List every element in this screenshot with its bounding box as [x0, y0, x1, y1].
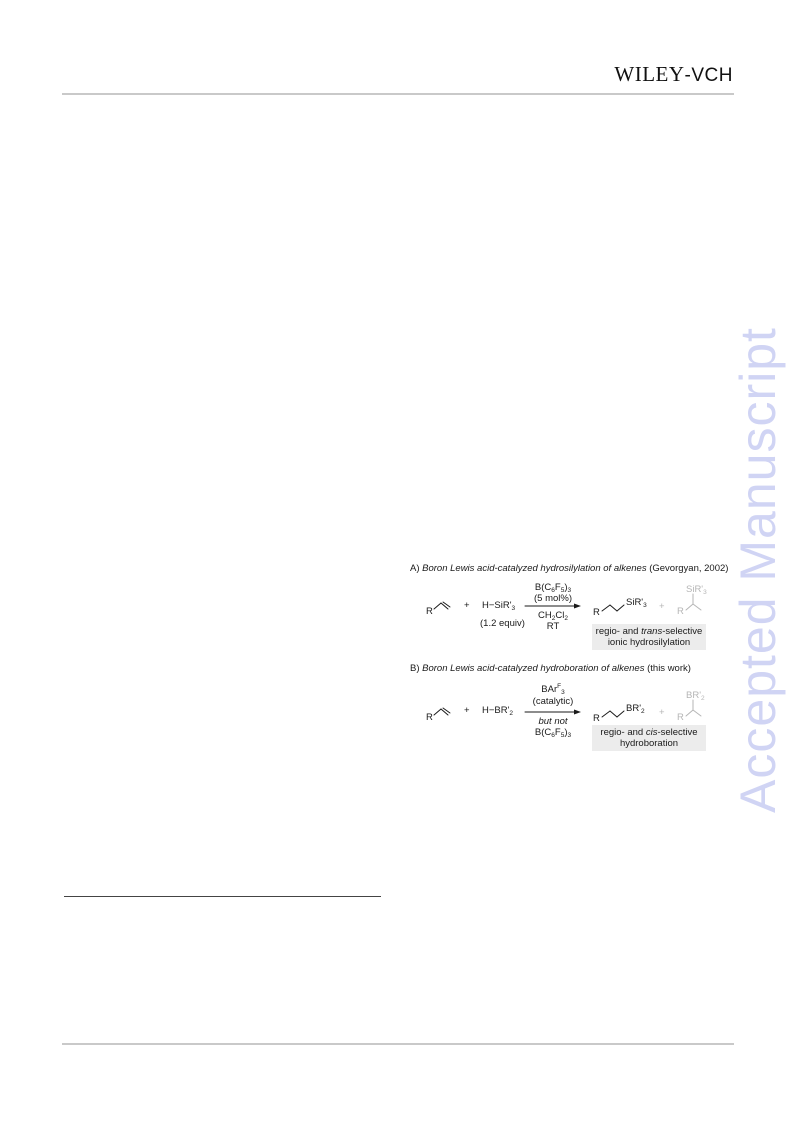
- b-product-r: R: [593, 713, 600, 724]
- scheme-a-reference: (Gevorgyan, 2002): [649, 563, 729, 574]
- a-solvent: CH2Cl2: [538, 610, 568, 622]
- b-catalyst-loading: (catalytic): [532, 696, 574, 707]
- scheme-a-label: A): [410, 563, 420, 574]
- b-note-line-2: hydroboration: [619, 738, 679, 749]
- b-but-not: but not: [538, 716, 568, 727]
- a-reagent-amount: (1.2 equiv): [480, 618, 525, 629]
- publisher-logo: WILEY-VCH: [614, 62, 733, 87]
- a-selectivity-note: regio- and trans-selective ionic hydrosi…: [592, 624, 706, 650]
- a-substrate-bond-1: [433, 602, 442, 610]
- footnote-separator: [64, 896, 381, 897]
- a-note-line-1: regio- and trans-selective: [595, 626, 703, 637]
- b-plus-sign: +: [464, 705, 470, 716]
- a-product-group: SiR'3: [626, 597, 647, 609]
- a-product-bond-2: [609, 604, 618, 612]
- a-minor-bond-1: [685, 603, 694, 611]
- a-reagent: H−SiR'3: [482, 600, 516, 612]
- b-substrate-bond-2: [440, 708, 449, 716]
- a-temperature: RT: [546, 621, 560, 632]
- scheme-b-caption: B) Boron Lewis acid-catalyzed hydroborat…: [410, 663, 691, 674]
- a-minor-plus: +: [659, 601, 665, 612]
- b-substrate-bond-1: [433, 708, 442, 716]
- a-product-bond-3: [616, 604, 625, 612]
- scheme-b-title: Boron Lewis acid-catalyzed hydroboration…: [422, 663, 645, 674]
- scheme-a-title: Boron Lewis acid-catalyzed hydrosilylati…: [422, 563, 647, 574]
- b-catalyst: BArF3: [541, 683, 565, 696]
- a-substrate-bond-2: [440, 602, 449, 610]
- a-plus-sign: +: [464, 600, 470, 611]
- b-minor-plus: +: [659, 707, 665, 718]
- a-product-r: R: [593, 607, 600, 618]
- scheme-b-reference: (this work): [647, 663, 691, 674]
- a-minor-r: R: [677, 606, 684, 617]
- b-selectivity-note: regio- and cis-selective hydroboration: [592, 725, 706, 751]
- a-substrate-r: R: [426, 606, 433, 617]
- b-reaction-arrow-head: [574, 709, 581, 715]
- b-minor-group: BR'2: [686, 690, 705, 702]
- a-product-bond-1: [601, 604, 611, 612]
- a-reaction-arrow-head: [574, 603, 581, 609]
- header-rule: [62, 93, 734, 95]
- a-minor-group: SiR'3: [686, 584, 707, 596]
- scheme-b-label: B): [410, 663, 420, 674]
- b-minor-bond-2: [692, 709, 702, 717]
- b-reagent: H−BR'2: [482, 705, 514, 717]
- b-not-catalyst: B(C6F5)3: [534, 727, 572, 739]
- publisher-suffix: -VCH: [684, 65, 733, 86]
- b-substrate-double-bond: [442, 707, 451, 714]
- a-note-line-2: ionic hydrosilylation: [607, 637, 691, 648]
- b-minor-bond-1: [685, 709, 694, 717]
- a-substrate-double-bond: [442, 601, 451, 608]
- scheme-bonds: [433, 593, 702, 718]
- b-substrate-r: R: [426, 712, 433, 723]
- b-product-bond-1: [601, 710, 611, 718]
- a-minor-bond-2: [692, 603, 702, 611]
- b-product-group: BR'2: [626, 703, 645, 715]
- a-catalyst: B(C6F5)3: [534, 582, 572, 594]
- reaction-scheme: A) Boron Lewis acid-catalyzed hydrosilyl…: [408, 560, 743, 760]
- publisher-name: WILEY: [614, 62, 685, 86]
- b-product-bond-3: [616, 710, 625, 718]
- b-minor-r: R: [677, 712, 684, 723]
- a-catalyst-loading: (5 mol%): [533, 593, 572, 604]
- footer-rule: [62, 1043, 734, 1045]
- scheme-a-caption: A) Boron Lewis acid-catalyzed hydrosilyl…: [410, 563, 728, 574]
- b-product-bond-2: [609, 710, 618, 718]
- b-note-line-1: regio- and cis-selective: [600, 727, 698, 738]
